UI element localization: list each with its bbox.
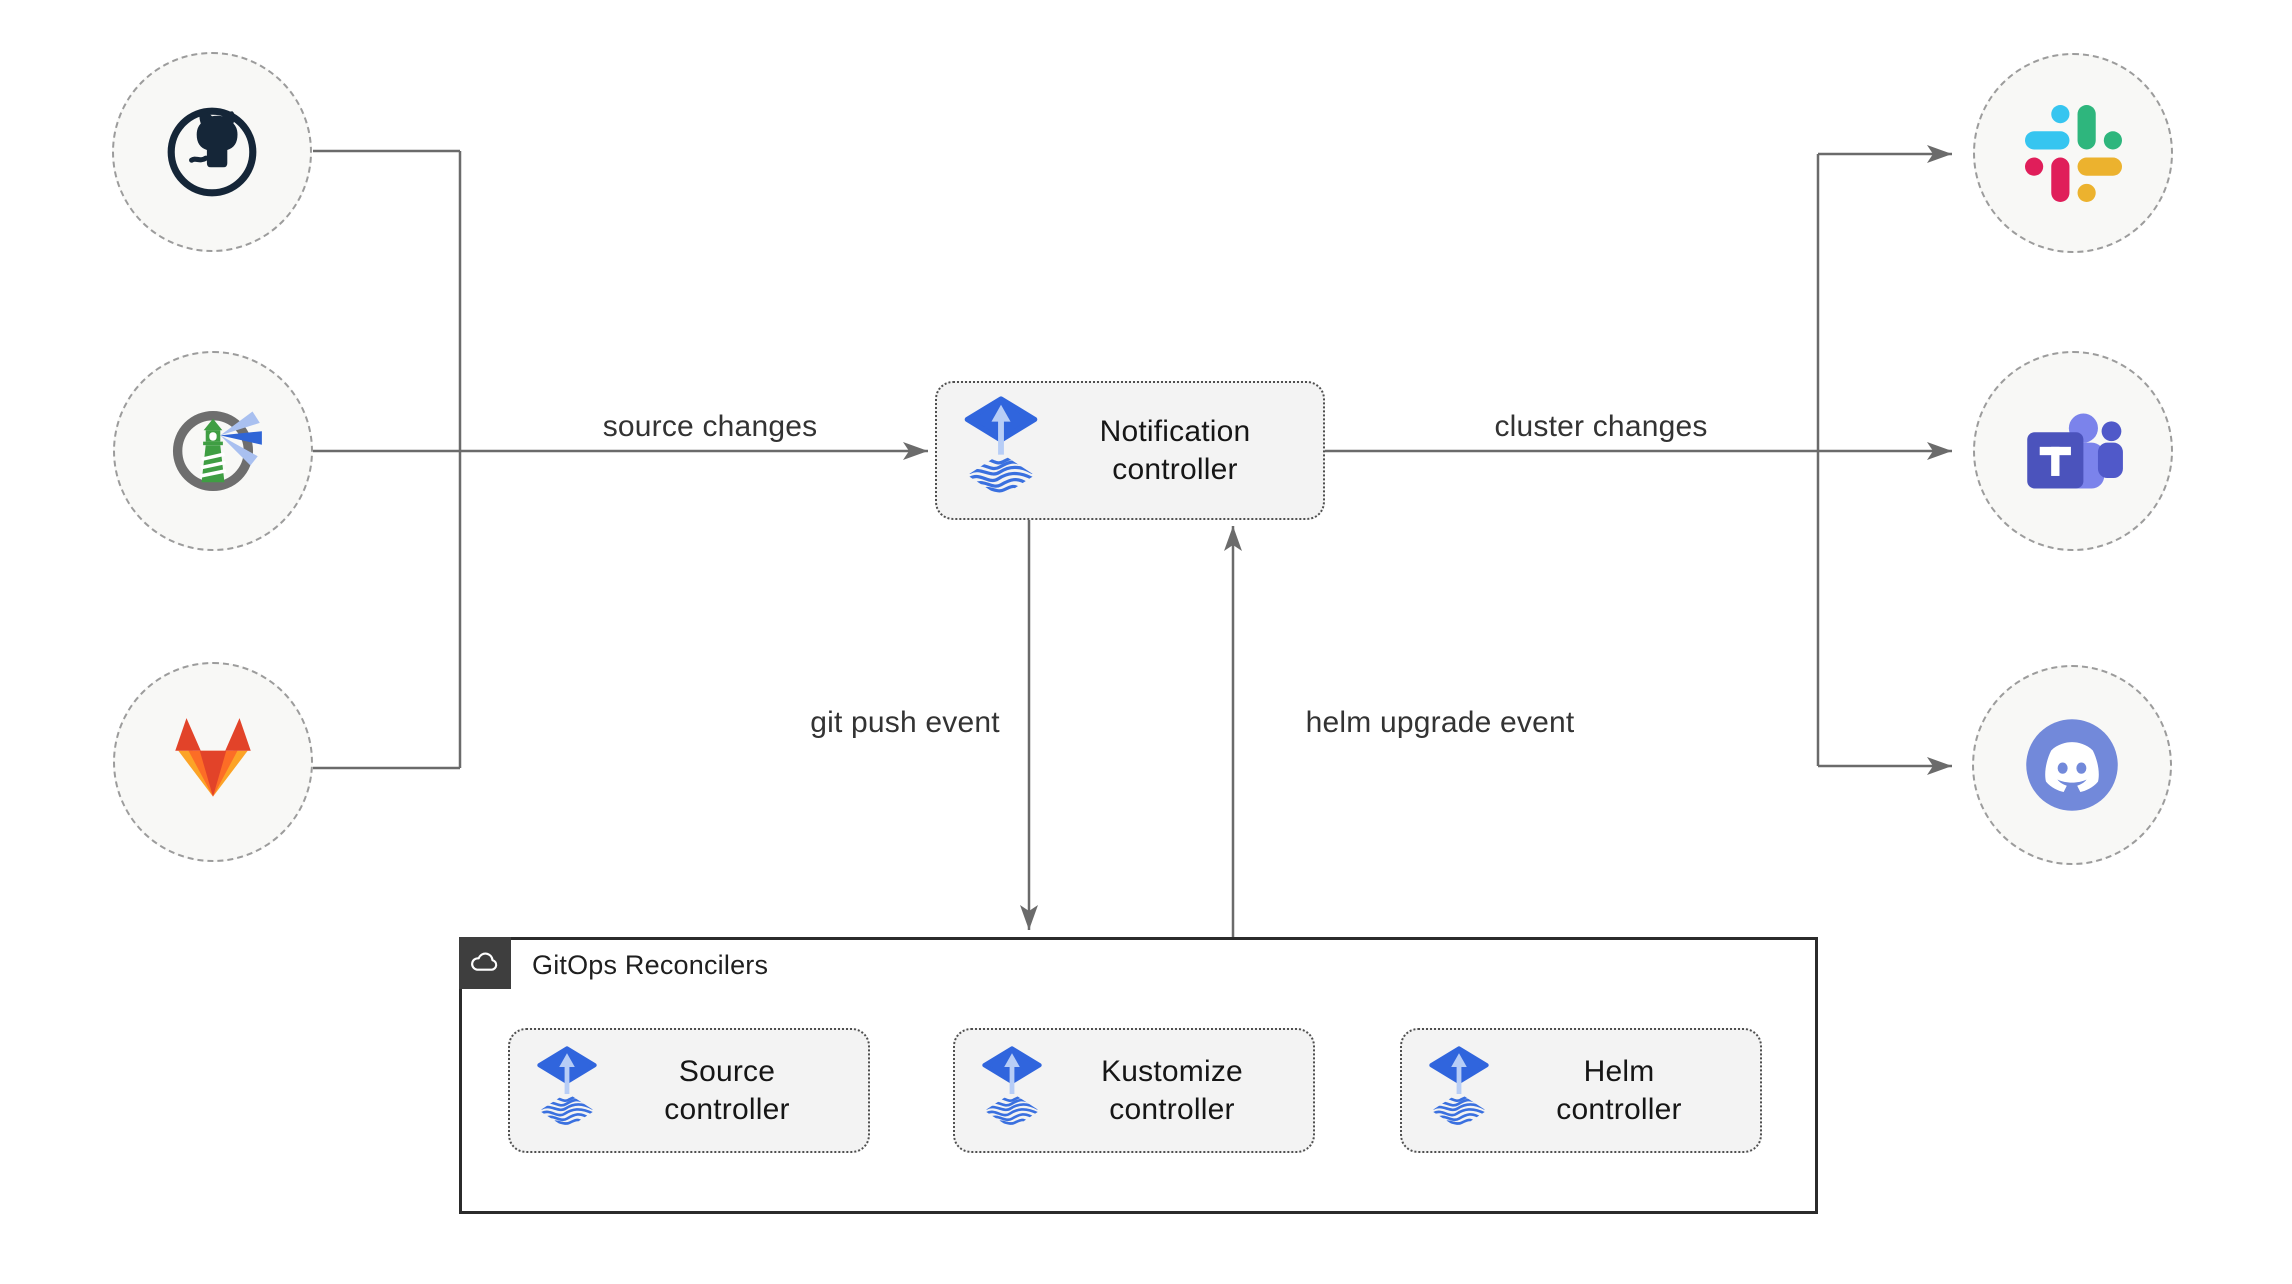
slack-icon [2024, 104, 2122, 202]
notification-controller-node: Notification controller [935, 381, 1325, 520]
notification-controller-label: Notification controller [1099, 415, 1251, 486]
group-tab [459, 937, 511, 989]
edge-label-helm-upgrade-event: helm upgrade event [1305, 706, 1575, 739]
flux-icon [964, 395, 1038, 492]
source-controller-node: Source controller [508, 1028, 870, 1153]
edge-label-cluster-changes: cluster changes [1494, 410, 1708, 443]
github-node [112, 52, 312, 252]
kustomize-controller-label: Kustomize controller [1101, 1055, 1243, 1126]
edge-label-source-changes: source changes [602, 410, 818, 443]
flux-icon [537, 1045, 597, 1125]
teams-icon [2027, 413, 2123, 489]
flux-icon [1429, 1045, 1489, 1125]
slack-node [1973, 53, 2173, 253]
gitlab-node [113, 662, 313, 862]
helm-controller-label: Helm controller [1556, 1055, 1682, 1126]
teams-node [1973, 351, 2173, 551]
discord-node [1972, 665, 2172, 865]
github-icon [167, 107, 257, 197]
cloud-icon [471, 952, 498, 971]
group-title: GitOps Reconcilers [532, 949, 769, 980]
discord-icon [2026, 719, 2118, 811]
harbor-icon [172, 410, 262, 492]
gitlab-icon [175, 718, 251, 797]
kustomize-controller-node: Kustomize controller [953, 1028, 1315, 1153]
harbor-node [113, 351, 313, 551]
source-controller-label: Source controller [664, 1055, 790, 1126]
flux-icon [982, 1045, 1042, 1125]
helm-controller-node: Helm controller [1400, 1028, 1762, 1153]
edge-label-git-push-event: git push event [810, 706, 1000, 739]
